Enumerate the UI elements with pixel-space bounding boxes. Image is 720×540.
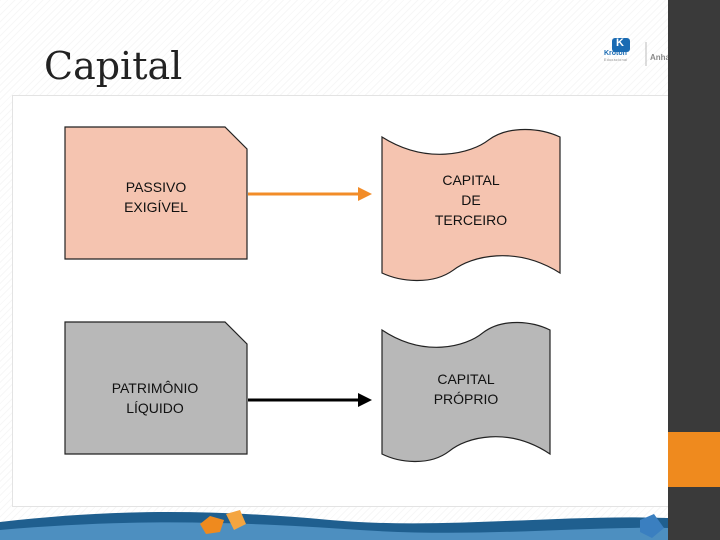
- node-label-line: CAPITAL: [386, 369, 546, 389]
- node-label-line: PRÓPRIO: [386, 389, 546, 409]
- diagram: [0, 0, 668, 540]
- node-label-line: PATRIMÔNIO: [75, 378, 235, 398]
- right-sidebar: [668, 0, 720, 540]
- arrowhead-capital-proprio: [358, 393, 372, 407]
- node-label-line: LÍQUIDO: [75, 398, 235, 418]
- node-label-line: EXIGÍVEL: [76, 197, 236, 217]
- node-label-line: PASSIVO: [76, 177, 236, 197]
- arrowhead-capital-de-terceiro: [358, 187, 372, 201]
- bottom-wave: [0, 500, 668, 540]
- node-label-line: TERCEIRO: [391, 210, 551, 230]
- sidebar-accent: [668, 432, 720, 487]
- node-label-line: CAPITAL: [391, 170, 551, 190]
- node-label-line: DE: [391, 190, 551, 210]
